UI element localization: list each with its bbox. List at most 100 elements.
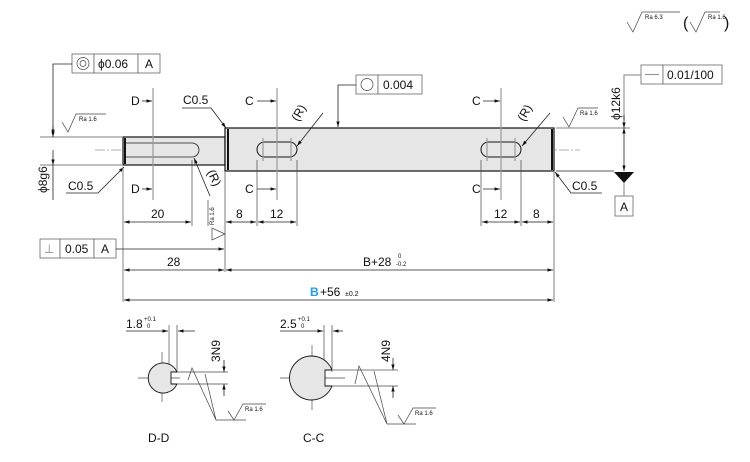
surface-finish-icon	[562, 107, 598, 128]
cc-tol-lower: 0	[301, 324, 305, 330]
right-end-chamfer: C0.5	[554, 171, 602, 194]
datum-box	[614, 195, 634, 217]
step-face-finish: Ra 1.6	[207, 200, 226, 241]
concentricity-leader	[51, 63, 72, 135]
concentricity-icon-inner	[79, 60, 87, 67]
surface-finish-icon	[626, 11, 680, 33]
surface-finish-icon	[211, 227, 226, 241]
radius-label: (R)	[204, 167, 224, 188]
dim-b-plus-28: B+28	[363, 255, 392, 269]
radius-leader	[521, 112, 551, 147]
flat-radius-callout: (R)	[193, 157, 224, 197]
large-diameter-label: ϕ12k6	[609, 87, 623, 120]
circularity-leader	[336, 84, 356, 127]
circularity-value: 0.004	[383, 78, 413, 92]
dim-8-right: 8	[533, 207, 540, 221]
radius-leader	[296, 112, 324, 147]
cc-depth: 2.5	[280, 317, 297, 331]
ra-label: Ra 1.6	[79, 117, 97, 123]
dd-tol-lower: 0	[147, 324, 151, 330]
paren-open: (	[683, 15, 689, 32]
ra-label: Ra 1.6	[210, 207, 216, 225]
small-diameter-label: ϕ8g6	[36, 166, 50, 193]
dd-width: 3N9	[209, 340, 223, 362]
left-end-chamfer: C0.5	[66, 166, 125, 194]
perpendicularity-datum: A	[101, 242, 109, 256]
fcf-datum-cell	[93, 238, 117, 259]
radius-label: (R)	[288, 102, 308, 123]
section-cc: 2.5 +0.1 0 4N9 Ra 1.6 C-C	[280, 317, 436, 445]
straightness-callout: 0.01/100	[623, 64, 723, 120]
radius-leader	[193, 157, 211, 197]
section-dd: 1.8 +0.1 0 3N9 Ra 1.6 D-D	[126, 317, 266, 445]
concentricity-callout: ϕ0.06 A	[51, 53, 161, 135]
datum-label: A	[620, 200, 628, 214]
cc-tol-upper: +0.1	[298, 317, 311, 323]
tol-plusminus: ±0.2	[345, 291, 359, 298]
general-surface-finish: Ra 6.3 ( Ra 1.6 )	[626, 11, 729, 33]
concentricity-value: ϕ0.06	[98, 57, 128, 71]
fcf-value-cell	[377, 74, 423, 95]
straightness-leader	[623, 74, 641, 120]
chamfer-leader	[182, 107, 227, 129]
straightness-value: 0.01/100	[667, 68, 714, 82]
dim-b-highlight: B	[310, 285, 319, 299]
perpendicularity-value: 0.05	[65, 242, 89, 256]
dim-plus-56: +56	[320, 285, 341, 299]
step-chamfer: C0.5	[182, 93, 227, 129]
flat-runout-radius	[191, 142, 200, 158]
surface-finish-icon	[227, 403, 266, 421]
chamfer-label: C0.5	[68, 179, 94, 193]
shaft-body	[122, 127, 555, 172]
chamfer-label: C0.5	[183, 93, 209, 107]
small-diameter-section	[122, 136, 226, 166]
ra-label: Ra 1.6	[580, 111, 598, 117]
fcf-datum-cell	[137, 53, 161, 74]
dim-28: 28	[167, 255, 181, 269]
section-label-c2-top: C	[472, 94, 481, 108]
surface-finish-icon	[689, 11, 720, 33]
exception-ra-value: Ra 1.6	[708, 15, 726, 21]
fcf-symbol-cell	[71, 53, 95, 74]
dd-tol-upper: +0.1	[144, 317, 157, 323]
dim-12-right: 12	[494, 207, 508, 221]
paren-close: )	[724, 15, 729, 32]
cc-width: 4N9	[379, 340, 393, 362]
chamfer-leader	[554, 171, 602, 194]
section-label-d-top: D	[131, 94, 140, 108]
dim-20: 20	[151, 207, 165, 221]
section-label-c1-bottom: C	[245, 182, 254, 196]
dim-12-left: 12	[270, 207, 284, 221]
datum-triangle-icon	[614, 172, 634, 183]
tol-lower: -0.2	[396, 262, 407, 268]
dd-finish-leader	[187, 367, 217, 421]
circularity-callout: 0.004	[336, 74, 423, 127]
ra-label: Ra 1.6	[245, 407, 263, 413]
fcf-symbol-cell	[355, 74, 379, 95]
section-markers: D D C C C C	[131, 88, 502, 200]
cc-section-shape	[289, 355, 333, 401]
concentricity-datum: A	[145, 57, 153, 71]
ra-label: Ra 1.6	[415, 411, 433, 417]
chamfer-label: C0.5	[572, 179, 598, 193]
perpendicularity-icon: ⊥	[44, 242, 54, 256]
cc-finish-leader	[354, 364, 388, 425]
small-diameter-dim: ϕ8g6 Ra 1.6	[36, 113, 123, 200]
circularity-icon	[360, 78, 374, 91]
cc-title: C-C	[303, 431, 325, 445]
section-label-c2-bottom: C	[472, 182, 481, 196]
surface-finish-icon	[61, 113, 106, 133]
fcf-value-cell	[662, 64, 723, 85]
dd-title: D-D	[148, 431, 170, 445]
large-diameter-dim: ϕ12k6 Ra 1.6 A	[556, 87, 634, 217]
concentricity-icon	[76, 57, 90, 70]
section-label-d-bottom: D	[131, 182, 140, 196]
chamfer-leader	[66, 166, 125, 194]
surface-finish-icon	[397, 407, 436, 425]
dd-depth: 1.8	[126, 317, 143, 331]
dd-section-shape	[147, 362, 178, 394]
general-ra-value: Ra 6.3	[645, 15, 663, 21]
tol-upper: 0	[398, 254, 402, 260]
section-label-c1-top: C	[245, 94, 254, 108]
